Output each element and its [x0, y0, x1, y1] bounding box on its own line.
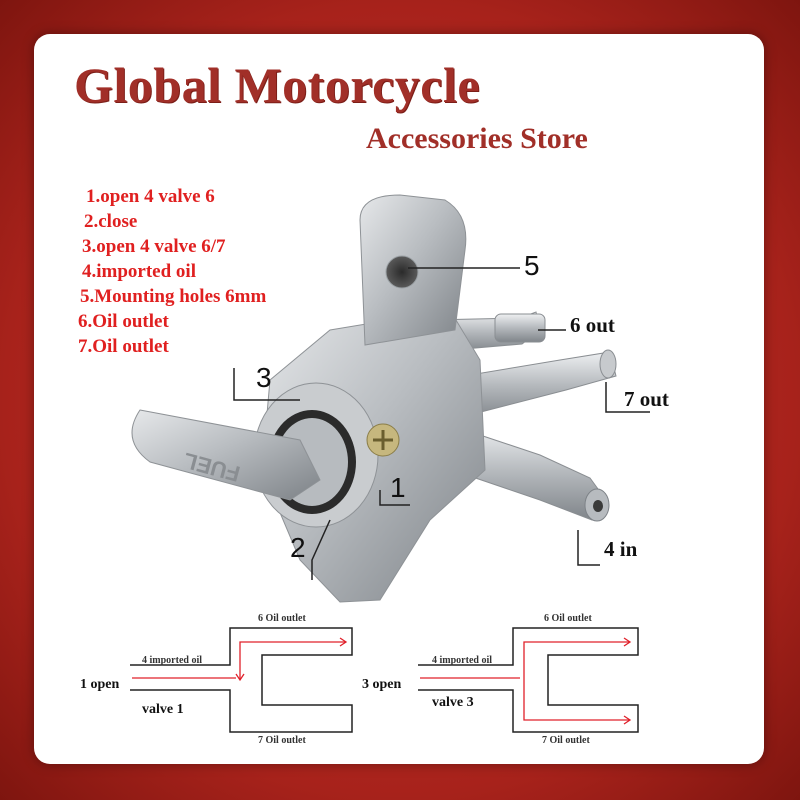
store-title: Global Motorcycle	[74, 57, 481, 113]
callout-2: 2	[290, 532, 306, 563]
valve-1-flow	[132, 637, 348, 682]
function-legend: 1.open 4 valve 6 2.close 3.open 4 valve …	[46, 152, 266, 359]
callout-1: 1	[390, 472, 406, 503]
inlet-4-tube	[449, 424, 610, 522]
legend-item: 1.open 4 valve 6	[86, 186, 215, 207]
callout-4-in: 4 in	[604, 537, 638, 561]
valve-3-top-label: 6 Oil outlet	[544, 613, 592, 624]
valve-1-outline	[130, 627, 353, 733]
legend-item: 4.imported oil	[82, 261, 196, 282]
legend-item: 5.Mounting holes 6mm	[80, 286, 267, 307]
legend-item: 6.Oil outlet	[78, 311, 169, 332]
legend-item: 3.open 4 valve 6/7	[82, 236, 226, 257]
valve-3-name: valve 3	[432, 695, 474, 710]
legend-item: 2.close	[84, 211, 138, 232]
valve-1-name: valve 1	[142, 702, 184, 717]
valve-3-bottom-label: 7 Oil outlet	[542, 735, 590, 746]
valve-3-outline	[418, 627, 639, 733]
callout-6-out: 6 out	[570, 313, 615, 337]
valve-body	[253, 194, 486, 603]
valve-3-inlet-label: 4 imported oil	[432, 655, 492, 666]
callout-5: 5	[524, 250, 540, 281]
valve-1-top-label: 6 Oil outlet	[258, 613, 306, 624]
callout-7-out: 7 out	[624, 387, 669, 411]
valve-1-bottom-label: 7 Oil outlet	[258, 735, 306, 746]
callout-lines	[233, 267, 650, 580]
valve-3-position-label: 3 open	[362, 677, 402, 692]
valve-1-position-label: 1 open	[80, 677, 120, 692]
valve-1-inlet-label: 4 imported oil	[142, 655, 202, 666]
store-subtitle: Accessories Store	[366, 122, 588, 155]
callout-3: 3	[256, 362, 272, 393]
legend-item: 7.Oil outlet	[78, 336, 169, 357]
valve-3-flow	[420, 637, 632, 725]
